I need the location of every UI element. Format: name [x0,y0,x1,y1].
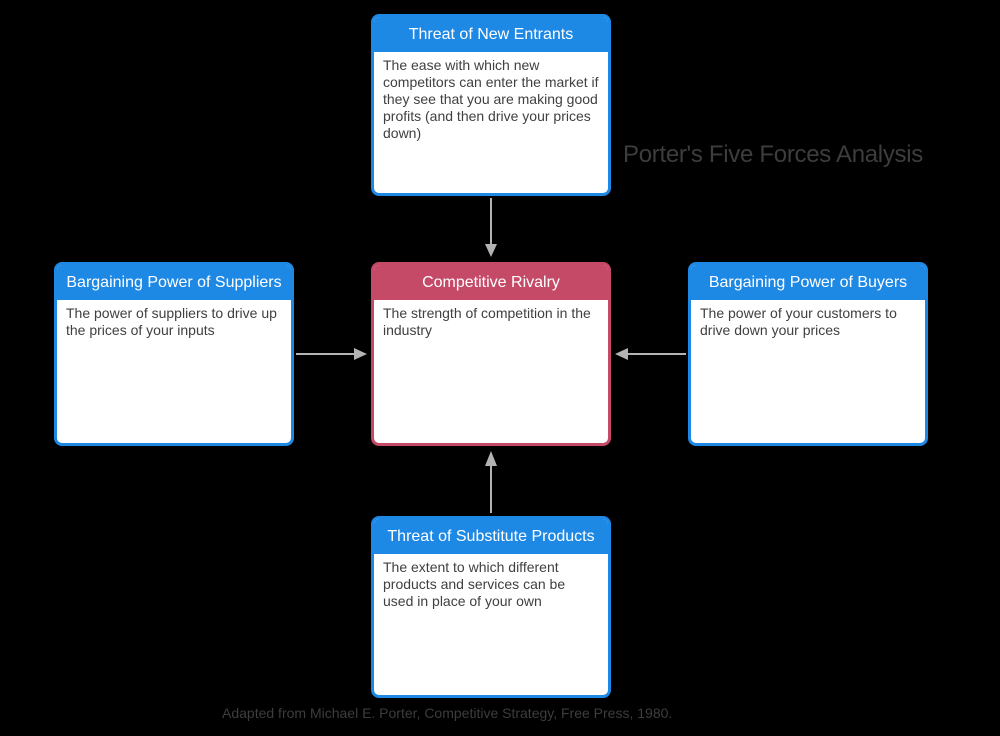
node-header: Bargaining Power of Buyers [691,265,925,300]
node-description: The ease with which new competitors can … [374,52,608,147]
attribution-caption: Adapted from Michael E. Porter, Competit… [222,705,673,721]
node-threat-of-new-entrants: Threat of New Entrants The ease with whi… [371,14,611,196]
node-competitive-rivalry: Competitive Rivalry The strength of comp… [371,262,611,446]
node-header: Threat of New Entrants [374,17,608,52]
diagram-title: Porter's Five Forces Analysis [623,141,923,168]
node-description: The strength of competition in the indus… [374,300,608,344]
node-description: The extent to which different products a… [374,554,608,615]
node-bargaining-power-of-suppliers: Bargaining Power of Suppliers The power … [54,262,294,446]
node-header: Bargaining Power of Suppliers [57,265,291,300]
arrow-buyers-to-rivalry [615,348,686,360]
node-threat-of-substitute-products: Threat of Substitute Products The extent… [371,516,611,698]
node-description: The power of your customers to drive dow… [691,300,925,344]
arrow-new-entrants-to-rivalry [485,198,497,257]
node-header: Threat of Substitute Products [374,519,608,554]
node-header: Competitive Rivalry [374,265,608,300]
node-description: The power of suppliers to drive up the p… [57,300,291,344]
node-bargaining-power-of-buyers: Bargaining Power of Buyers The power of … [688,262,928,446]
arrow-substitutes-to-rivalry [485,451,497,513]
arrow-suppliers-to-rivalry [296,348,367,360]
